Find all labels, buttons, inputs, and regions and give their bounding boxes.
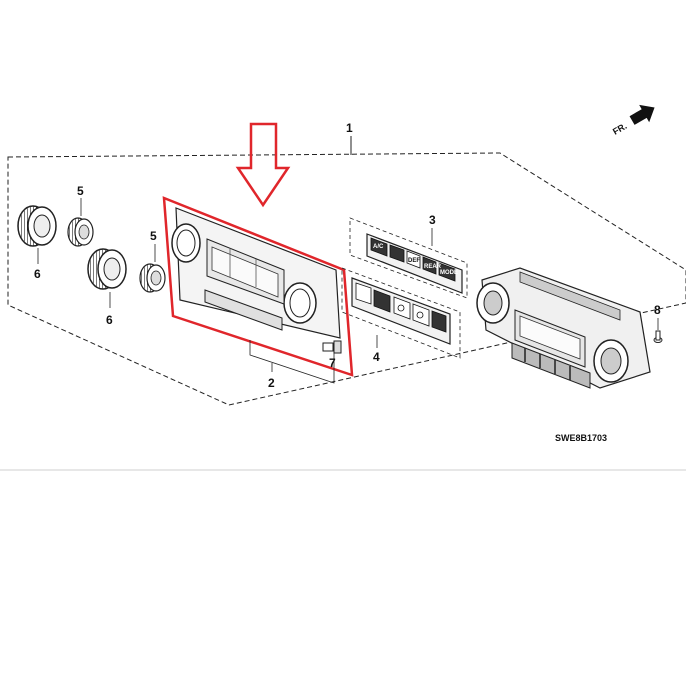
callout-8: 8: [654, 303, 661, 317]
down-arrow-icon: [235, 122, 291, 208]
switch-lower-boundary: [341, 267, 461, 359]
callout-7: 7: [329, 356, 336, 370]
callout-1: 1: [346, 121, 353, 135]
switch-lower: [351, 277, 451, 345]
front-direction-label: FR.: [611, 121, 629, 137]
switch-label-rear: REAR: [424, 264, 442, 270]
switch-label-def: DEF: [408, 258, 420, 264]
panel-highlight-outline: [162, 196, 354, 377]
switch-upper: A/C REAR DEF MODE: [366, 233, 463, 294]
knob-5-lower: [139, 263, 166, 293]
front-direction-indicator: FR.: [611, 104, 655, 137]
assembly-boundary: [7, 152, 686, 406]
front-panel: [171, 207, 341, 339]
switch-label-ac: A/C: [373, 244, 384, 250]
callout-5a: 5: [77, 184, 84, 198]
knob-6-upper: [17, 205, 57, 247]
screw: [653, 330, 663, 343]
knob-5-upper: [67, 217, 94, 247]
switch-label-mode: MODE: [440, 270, 458, 276]
callout-6a: 6: [34, 267, 41, 281]
switch-upper-boundary: [349, 217, 468, 299]
bulb-socket: [322, 340, 342, 354]
control-unit: [476, 267, 651, 389]
front-arrow-icon: [629, 104, 655, 125]
callout-6b: 6: [106, 313, 113, 327]
callout-4: 4: [373, 350, 380, 364]
diagram-code: SWE8B1703: [555, 433, 607, 443]
callout-2-bracket: [249, 340, 335, 384]
knob-6-lower: [87, 248, 127, 290]
callout-5b: 5: [150, 229, 157, 243]
callout-2: 2: [268, 376, 275, 390]
callout-3: 3: [429, 213, 436, 227]
